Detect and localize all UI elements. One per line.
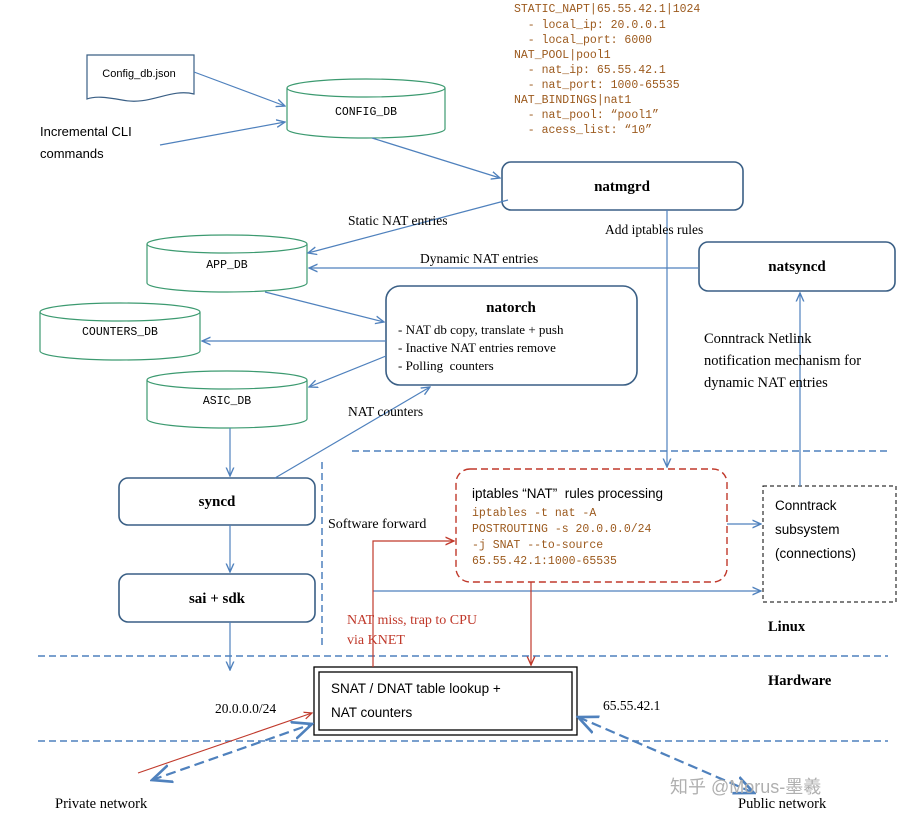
conntrack-label: Conntrack subsystem (connections) (775, 498, 856, 561)
public-network-label: Public network (738, 796, 827, 812)
arrow-config-file-to-config-db (193, 71, 285, 106)
add-iptables-label: Add iptables rules (605, 222, 703, 237)
counters-db-label: COUNTERS_DB (82, 326, 158, 339)
arrow-cli-to-config-db (159, 122, 285, 146)
public-ip-label: 65.55.42.1 (603, 698, 660, 713)
arrow-private-network-dashed (152, 724, 312, 780)
natmgrd-box (501, 161, 744, 211)
counters-db-cylinder (39, 302, 201, 361)
static-nat-label: Static NAT entries (348, 213, 447, 228)
sai-sdk-box (118, 573, 316, 623)
config-db-cylinder (286, 78, 446, 139)
config-file-label: Config_db.json (102, 68, 175, 80)
natorch-description: - NAT db copy, translate + push - Inacti… (398, 322, 567, 373)
hardware-label: Hardware (768, 673, 832, 689)
nat-miss-label: NAT miss, trap to CPU via KNET (347, 613, 481, 648)
iptables-box (455, 468, 728, 583)
asic-db-label: ASIC_DB (203, 395, 251, 408)
config-db-label: CONFIG_DB (335, 106, 397, 119)
asic-db-cylinder (146, 370, 308, 429)
arrow-config-db-to-natmgrd (371, 137, 500, 178)
app-db-label: APP_DB (206, 259, 248, 272)
conntrack-netlink-label: Conntrack Netlink notification mechanism… (704, 331, 865, 391)
arrow-public-network-dashed (578, 717, 754, 793)
natorch-box (385, 285, 638, 386)
app-db-cylinder (146, 234, 308, 293)
natorch-title: natorch (486, 300, 536, 316)
config-text-block: STATIC_NAPT|65.55.42.1|1024 - local_ip: … (514, 3, 707, 137)
iptables-title: iptables “NAT” rules processing (472, 486, 663, 501)
arrow-natmgrd-to-app-db (308, 199, 509, 253)
config-file-document (86, 54, 195, 102)
cli-label: Incremental CLI commands (40, 124, 135, 161)
linux-label: Linux (768, 619, 806, 635)
arrow-syncd-to-natorch-counters (274, 387, 430, 479)
dynamic-nat-label: Dynamic NAT entries (420, 251, 538, 266)
arrow-private-to-hardware-red (137, 713, 312, 774)
private-subnet-label: 20.0.0.0/24 (215, 701, 276, 716)
natsyncd-box (698, 241, 896, 292)
private-network-label: Private network (55, 796, 148, 812)
natsyncd-label: natsyncd (768, 259, 826, 275)
iptables-code: iptables -t nat -A POSTROUTING -s 20.0.0… (472, 507, 658, 568)
software-forward-label: Software forward (328, 517, 426, 532)
hardware-table-box-outer (313, 666, 578, 736)
conntrack-box (762, 485, 897, 603)
natmgrd-label: natmgrd (594, 179, 650, 195)
sai-sdk-label: sai + sdk (189, 591, 246, 607)
hardware-table-box-inner (318, 671, 573, 731)
arrow-natorch-to-asic-db (309, 355, 387, 387)
nat-counters-label: NAT counters (348, 404, 423, 419)
arrow-trap-to-iptables (372, 541, 454, 667)
syncd-box (118, 477, 316, 526)
watermark: 知乎 @Morus-墨羲 (670, 777, 821, 797)
arrow-app-db-to-natorch (264, 291, 384, 322)
hardware-table-label: SNAT / DNAT table lookup + NAT counters (331, 681, 504, 720)
syncd-label: syncd (199, 494, 236, 510)
